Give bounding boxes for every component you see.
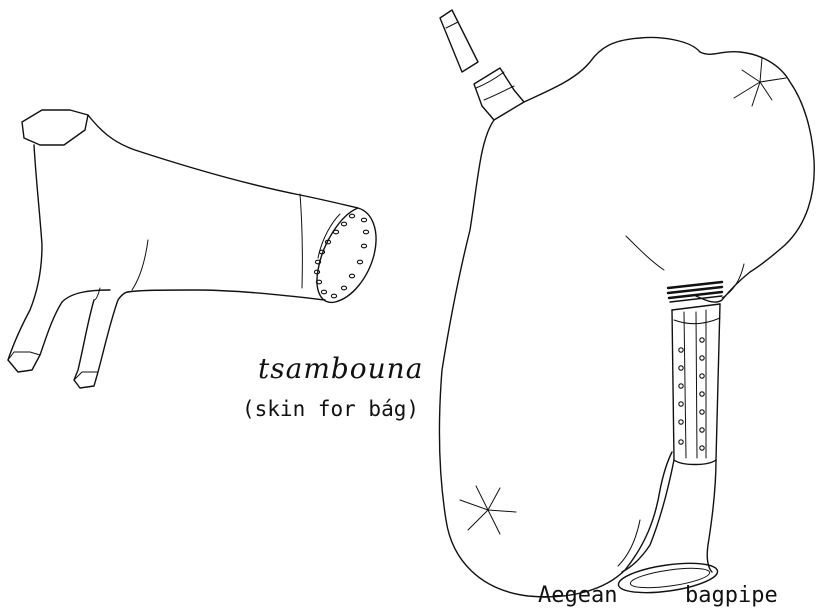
stitch-hole <box>349 214 354 218</box>
stitch-hole <box>341 286 346 290</box>
chanter-finger-holes <box>679 338 704 450</box>
finger-hole <box>679 420 683 424</box>
caption-word-aegean: Aegean <box>538 583 617 608</box>
finger-hole <box>700 392 704 396</box>
stitch-hole <box>333 230 338 234</box>
finger-hole <box>700 356 704 360</box>
finger-hole <box>700 428 704 432</box>
finger-hole <box>700 338 704 342</box>
finger-hole <box>679 384 683 388</box>
bag-tie-crease-top <box>734 58 786 106</box>
stitch-hole <box>363 230 368 234</box>
bag-tie-crease-bottom <box>460 486 516 534</box>
stitch-hole <box>361 218 366 222</box>
stitch-hole <box>321 290 326 294</box>
tsambouna-label: tsambouna <box>258 352 423 385</box>
bagpipe-drawing <box>439 10 814 598</box>
blowpipe <box>440 10 478 72</box>
stitch-hole <box>361 244 366 248</box>
stitch-hole <box>319 250 324 254</box>
stitch-hole <box>349 274 354 278</box>
finger-hole <box>700 410 704 414</box>
skin-neck-opening <box>22 110 88 145</box>
caption-word-bagpipe: bagpipe <box>685 583 778 608</box>
skin-front-edge <box>8 145 42 360</box>
stitch-hole <box>331 294 336 298</box>
skin-front-leg <box>8 290 110 372</box>
skin-for-bag-note: (skin for bág) <box>242 397 419 421</box>
finger-hole <box>679 348 683 352</box>
finger-hole <box>700 374 704 378</box>
bag-outline <box>439 38 814 597</box>
finger-hole <box>700 446 704 450</box>
stitch-hole <box>357 260 362 264</box>
finger-hole <box>679 366 683 370</box>
horn-bell <box>617 460 720 598</box>
stitch-hole <box>341 222 346 226</box>
finger-hole <box>679 402 683 406</box>
skin-stitch-holes <box>314 214 368 298</box>
skin-rear-leg <box>74 292 128 388</box>
finger-hole <box>679 440 683 444</box>
goat-skin-drawing <box>8 110 376 388</box>
chanter-binding <box>668 282 722 310</box>
skin-back-line <box>88 115 358 208</box>
skin-belly-line <box>128 290 325 300</box>
